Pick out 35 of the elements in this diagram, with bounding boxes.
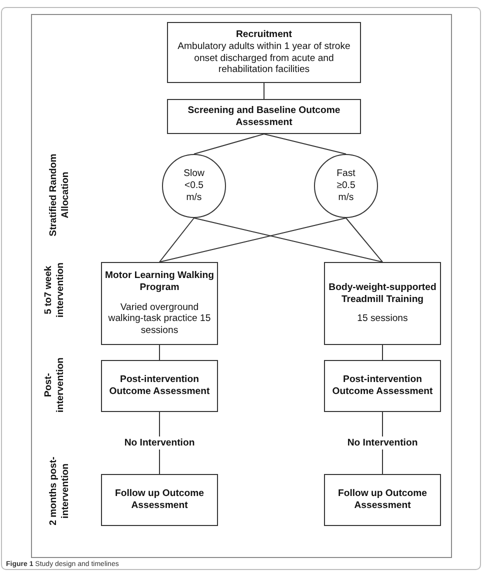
edge-label: No Intervention bbox=[122, 436, 197, 450]
process-box bbox=[167, 22, 361, 83]
node-title: Motor Learning Walking Program bbox=[104, 270, 215, 294]
timeline-label: 5 to7 week intervention bbox=[43, 262, 67, 320]
node-text: 15 sessions bbox=[357, 313, 408, 326]
process-box bbox=[101, 360, 218, 412]
connector-line bbox=[159, 218, 346, 262]
edge-label: No Intervention bbox=[345, 436, 420, 450]
process-box bbox=[324, 360, 441, 412]
connector-line bbox=[346, 218, 383, 262]
node-text: Ambulatory adults within 1 year of stroke onset discharged from acute and rehabilitation facilities bbox=[176, 40, 352, 76]
process-box bbox=[324, 474, 441, 526]
timeline-label: Stratified Random Allocation bbox=[48, 152, 72, 238]
process-box bbox=[167, 99, 361, 134]
process-box bbox=[101, 262, 218, 345]
node-title: Slow <0.5 m/s bbox=[182, 168, 206, 204]
node-title: Follow up Outcome Assessment bbox=[114, 488, 205, 512]
connector-line bbox=[159, 344, 160, 360]
node-title: Follow up Outcome Assessment bbox=[336, 488, 428, 512]
process-box bbox=[324, 262, 441, 345]
node-title: Screening and Baseline Outcome Assessment bbox=[186, 104, 342, 128]
connector-line bbox=[194, 134, 264, 154]
node-title: Body-weight-supported Treadmill Training bbox=[328, 282, 438, 306]
node-title: Recruitment bbox=[236, 28, 292, 41]
timeline-label: 2 months post-intervention bbox=[48, 456, 72, 528]
connector-line bbox=[159, 218, 194, 262]
connector-line bbox=[264, 134, 346, 154]
node-title: Fast ≥0.5 m/s bbox=[336, 168, 356, 204]
node-text: Varied overground walking-task practice 15 sessions bbox=[107, 302, 212, 338]
node-title: Post-intervention Outcome Assessment bbox=[108, 374, 211, 398]
connector-line bbox=[194, 218, 383, 262]
node-title: Post-intervention Outcome Assessment bbox=[331, 374, 434, 398]
process-box bbox=[101, 474, 218, 526]
connector-line bbox=[382, 344, 383, 360]
timeline-label: Post-intervention bbox=[43, 356, 67, 414]
